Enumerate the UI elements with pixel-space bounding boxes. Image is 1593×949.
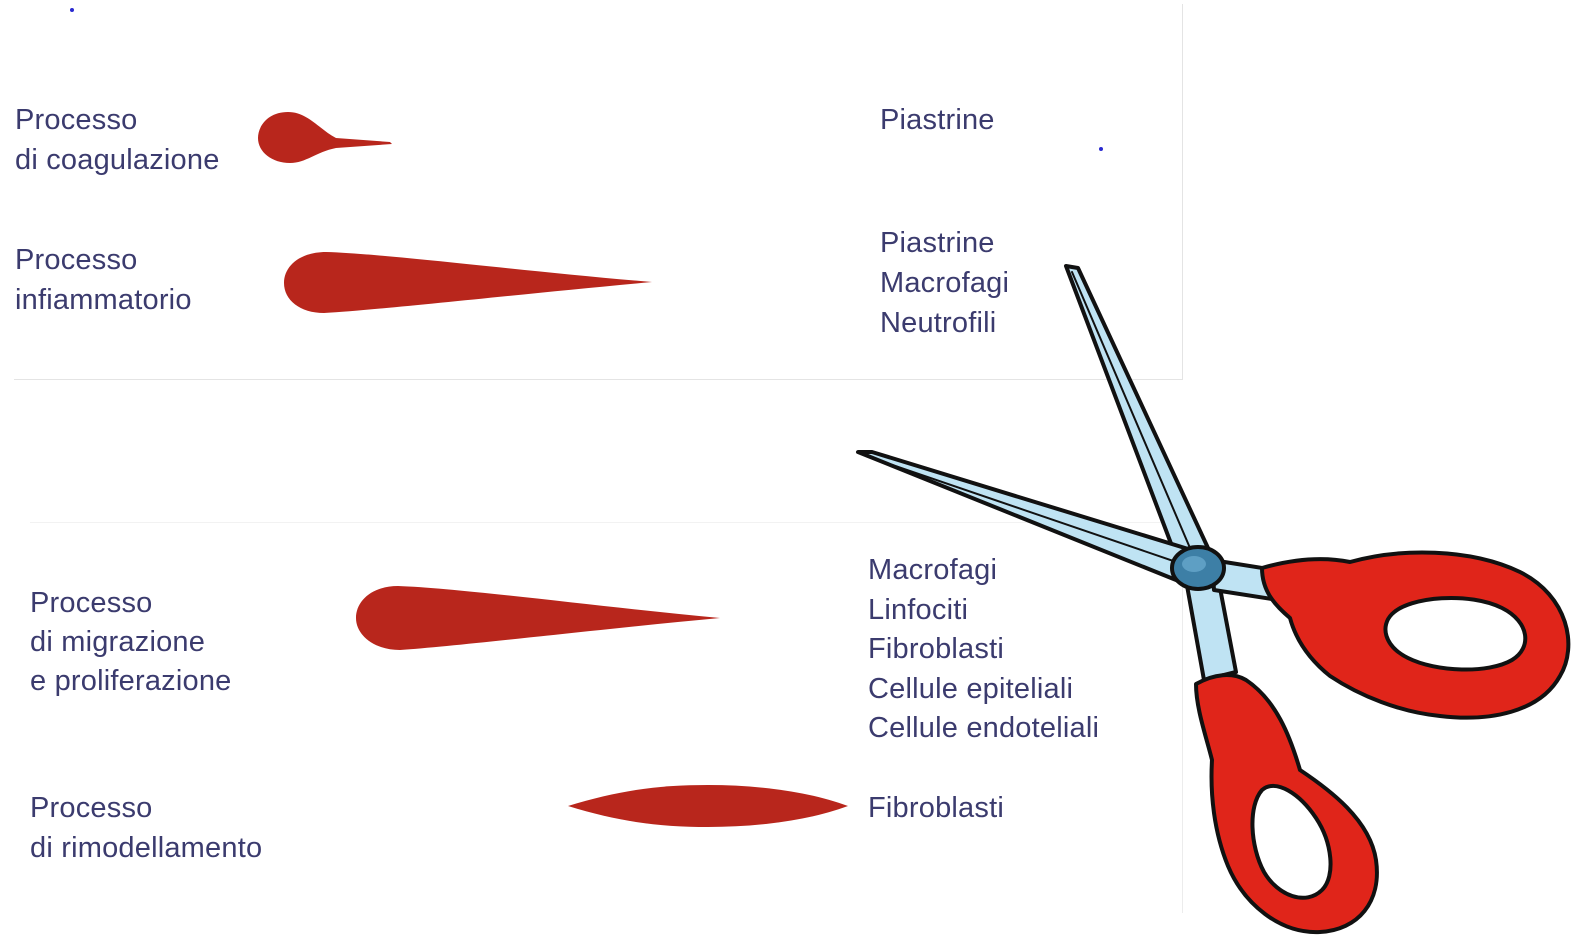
scissors-icon — [858, 266, 1568, 932]
teardrop-migration — [356, 586, 720, 650]
teardrop-coagulation — [258, 112, 392, 163]
lens-remodeling — [568, 785, 848, 827]
teardrop-inflammatory — [284, 252, 652, 313]
